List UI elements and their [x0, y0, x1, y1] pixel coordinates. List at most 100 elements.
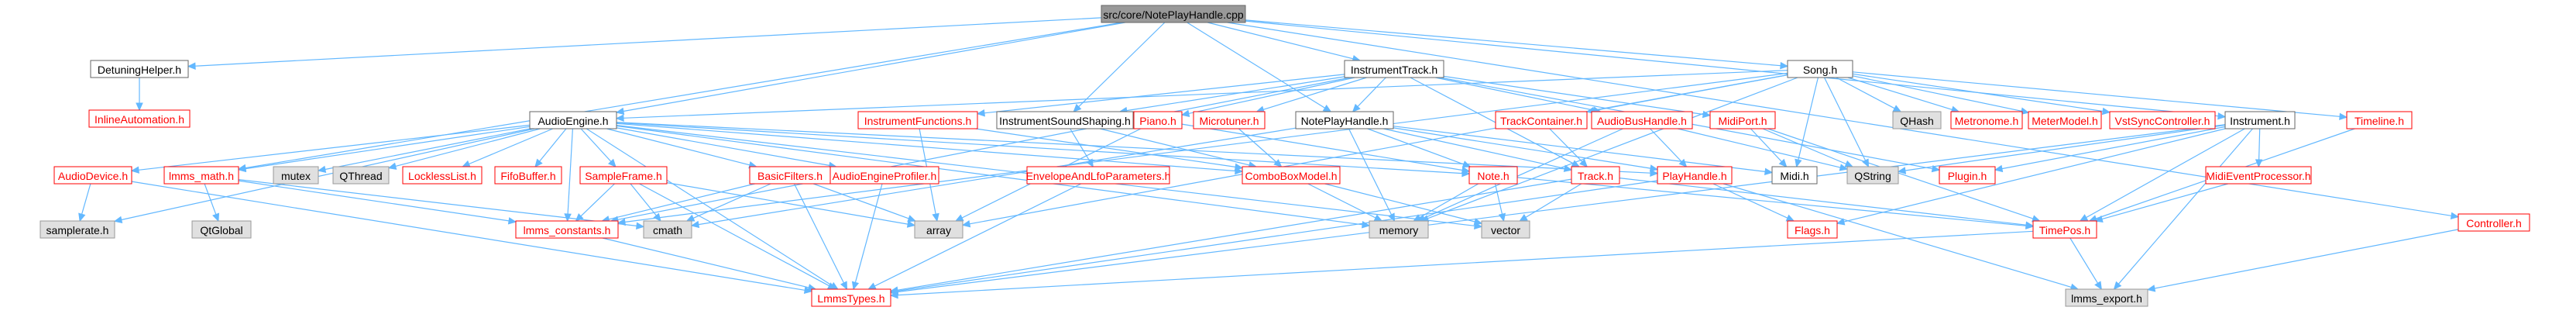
edge-sample-frame-to-array — [666, 182, 916, 228]
edge-song-to-vst-sync-controller — [1852, 73, 2111, 116]
edge-audio-engine-profiler-to-lmms-types — [851, 183, 883, 291]
node-label: FifoBuffer.h — [500, 170, 555, 182]
edge-audio-engine-to-audio-device — [130, 124, 531, 174]
node-label: QString — [1854, 170, 1891, 182]
node-box — [163, 166, 239, 185]
node-instrument-track[interactable]: InstrumentTrack.h — [1344, 60, 1444, 78]
node-piano[interactable]: Piano.h — [1133, 111, 1183, 129]
node-audio-device[interactable]: AudioDevice.h — [53, 166, 132, 185]
node-box — [1591, 111, 1693, 129]
node-label: mutex — [281, 170, 311, 182]
node-array: array — [914, 220, 963, 239]
node-microtuner[interactable]: Microtuner.h — [1193, 111, 1266, 129]
node-lmms-types[interactable]: LmmsTypes.h — [811, 288, 891, 307]
node-label: Piano.h — [1139, 115, 1176, 127]
edge-song-to-meter-model — [1852, 75, 2030, 115]
edge-instrument-track-to-note-play-handle — [1352, 77, 1386, 112]
node-combo-box-model[interactable]: ComboBoxModel.h — [1242, 166, 1341, 185]
edge-song-to-metronome — [1847, 77, 1960, 113]
node-lmms-export: lmms_export.h — [2065, 288, 2148, 307]
node-box — [1468, 166, 1518, 185]
node-box — [1846, 166, 1899, 185]
node-meter-model[interactable]: MeterModel.h — [2028, 111, 2102, 129]
node-envelope-lfo[interactable]: EnvelopeAndLfoParameters.h — [1026, 166, 1171, 185]
node-timeline[interactable]: Timeline.h — [2346, 111, 2413, 129]
edge-basic-filters-to-lmms-types — [793, 183, 848, 291]
node-instrument[interactable]: Instrument.h — [2224, 111, 2296, 129]
node-note[interactable]: Note.h — [1468, 166, 1518, 185]
node-song[interactable]: Song.h — [1787, 60, 1853, 78]
edge-song-to-midi — [1795, 77, 1819, 168]
edge-basic-filters-to-cmath — [685, 183, 771, 222]
node-label: cmath — [653, 224, 682, 236]
node-samplerate: samplerate.h — [39, 220, 115, 239]
node-box — [1495, 111, 1588, 129]
node-box — [1939, 166, 1996, 185]
node-audio-bus-handle[interactable]: AudioBusHandle.h — [1591, 111, 1693, 129]
node-audio-engine[interactable]: AudioEngine.h — [529, 111, 617, 129]
edge-lmms-constants-to-lmms-types — [602, 237, 817, 292]
node-instrument-functions[interactable]: InstrumentFunctions.h — [857, 111, 978, 129]
node-lmms-math[interactable]: lmms_math.h — [163, 166, 239, 185]
node-box — [1771, 166, 1818, 185]
edge-audio-engine-to-play-handle — [616, 122, 1659, 177]
node-box — [1133, 111, 1183, 129]
edge-lmms-math-to-qtglobal — [204, 183, 220, 223]
edge-combo-box-model-to-memory — [1307, 183, 1383, 222]
node-fifo-buffer[interactable]: FifoBuffer.h — [494, 166, 562, 185]
node-label: InlineAutomation.h — [94, 113, 184, 126]
node-box — [90, 60, 189, 78]
node-box — [2065, 288, 2148, 307]
edge-instrument-track-to-instrument-functions — [976, 74, 1345, 117]
edge-note-play-handle-to-play-handle — [1393, 127, 1659, 172]
node-plugin[interactable]: Plugin.h — [1939, 166, 1996, 185]
node-box — [1892, 111, 1942, 129]
node-box — [857, 111, 978, 129]
node-flags[interactable]: Flags.h — [1787, 220, 1838, 239]
edge-midi-event-processor-to-time-pos — [2094, 183, 2228, 223]
edge-root-to-controller — [1227, 22, 2460, 219]
edge-piano-to-note — [1181, 123, 1471, 174]
node-time-pos[interactable]: TimePos.h — [2032, 220, 2097, 239]
node-label: BasicFilters.h — [757, 170, 823, 182]
node-midi[interactable]: Midi.h — [1771, 166, 1818, 185]
node-sample-frame[interactable]: SampleFrame.h — [579, 166, 668, 185]
node-label: MidiEventProcessor.h — [2206, 170, 2310, 182]
node-controller[interactable]: Controller.h — [2458, 213, 2530, 232]
node-lmms-constants[interactable]: lmms_constants.h — [515, 220, 619, 239]
node-box — [1242, 166, 1341, 185]
node-box — [2346, 111, 2413, 129]
node-track[interactable]: Track.h — [1571, 166, 1620, 185]
node-instrument-sound-shaping[interactable]: InstrumentSoundShaping.h — [996, 111, 1134, 129]
node-label: vector — [1491, 224, 1520, 236]
node-box — [811, 288, 891, 307]
edge-sample-frame-to-lmms-constants — [575, 183, 615, 222]
node-label: TimePos.h — [2039, 224, 2090, 236]
node-label: NotePlayHandle.h — [1301, 115, 1389, 127]
node-midi-event-processor[interactable]: MidiEventProcessor.h — [2205, 166, 2312, 185]
node-label: lmms_math.h — [169, 170, 234, 182]
edge-note-play-handle-to-track — [1383, 128, 1573, 172]
node-detuning-helper[interactable]: DetuningHelper.h — [90, 60, 189, 78]
node-box — [2458, 213, 2530, 232]
edge-instrument-to-qstring — [1897, 124, 2226, 174]
node-audio-engine-profiler[interactable]: AudioEngineProfiler.h — [829, 166, 939, 185]
edge-microtuner-to-combo-box-model — [1238, 128, 1283, 167]
node-track-container[interactable]: TrackContainer.h — [1495, 111, 1588, 129]
edge-envelope-lfo-to-lmms-types — [867, 183, 1082, 290]
edge-midi-port-to-midi — [1750, 128, 1788, 167]
edge-lmms-math-to-lmms-constants — [238, 180, 517, 225]
node-midi-port[interactable]: MidiPort.h — [1709, 111, 1776, 129]
node-box — [2032, 220, 2097, 239]
node-basic-filters[interactable]: BasicFilters.h — [749, 166, 831, 185]
node-inline-automation[interactable]: InlineAutomation.h — [88, 109, 191, 128]
node-box — [2224, 111, 2296, 129]
node-metronome[interactable]: Metronome.h — [1950, 111, 2023, 129]
node-lockless-list[interactable]: LocklessList.h — [402, 166, 483, 185]
node-box — [2205, 166, 2312, 185]
node-vst-sync-controller[interactable]: VstSyncController.h — [2109, 111, 2216, 129]
node-play-handle[interactable]: PlayHandle.h — [1657, 166, 1733, 185]
node-root[interactable]: src/core/NotePlayHandle.cpp — [1101, 5, 1246, 23]
edge-audio-engine-to-mutex — [317, 128, 531, 174]
node-note-play-handle[interactable]: NotePlayHandle.h — [1295, 111, 1394, 129]
